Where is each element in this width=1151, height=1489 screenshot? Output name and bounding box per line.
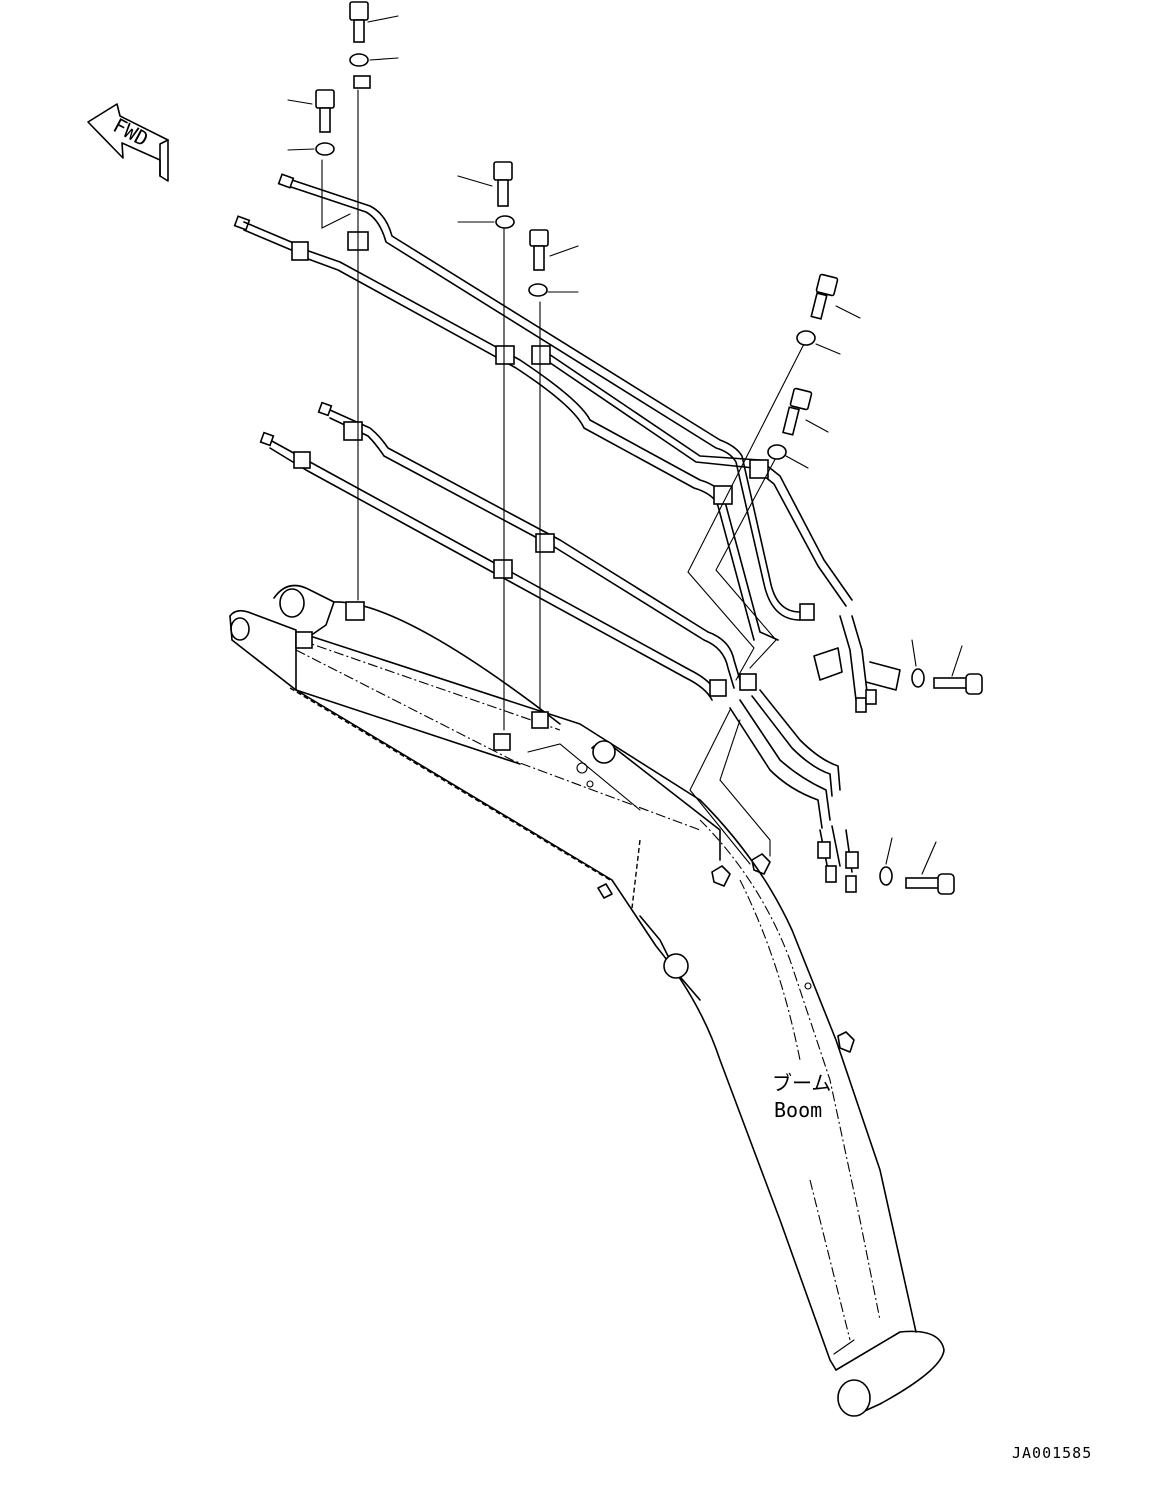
boom-label-japanese: ブーム bbox=[772, 1071, 831, 1095]
boom-structure bbox=[229, 584, 945, 1417]
assembly-lines bbox=[321, 89, 807, 865]
clamp bbox=[709, 679, 727, 697]
clamp bbox=[495, 345, 515, 365]
washer-icon bbox=[911, 668, 925, 688]
washer-icon bbox=[315, 142, 335, 156]
clamp bbox=[295, 631, 313, 649]
clamp bbox=[535, 533, 555, 553]
tube-upper-b bbox=[299, 247, 779, 641]
clamp bbox=[531, 345, 551, 365]
tube-upper-a bbox=[291, 179, 801, 613]
fwd-arrow-label: FWD bbox=[109, 113, 152, 151]
clamp bbox=[291, 241, 309, 261]
bolt-icon bbox=[905, 873, 955, 895]
washer-icon bbox=[879, 866, 893, 886]
boom-top-pin-hole bbox=[837, 1379, 871, 1417]
bolt-icon bbox=[933, 673, 983, 695]
clamp bbox=[739, 673, 757, 691]
arm-cylinder-pin-hole bbox=[592, 740, 616, 764]
washer-icon bbox=[349, 53, 369, 67]
drawing-id: JA001585 bbox=[1012, 1444, 1092, 1462]
leader-lines bbox=[287, 15, 963, 875]
tube-upper-c bbox=[539, 347, 853, 601]
bolt-icon bbox=[493, 161, 513, 207]
hydraulic-tubes bbox=[233, 173, 901, 893]
bolt-icon bbox=[810, 273, 839, 320]
fwd-direction-arrow: FWD bbox=[87, 103, 169, 182]
washer-icon bbox=[796, 330, 816, 346]
clamp bbox=[353, 75, 371, 89]
bolt-icon bbox=[349, 1, 369, 43]
bolt-icon bbox=[529, 229, 549, 271]
boom-cylinder-pin-hole bbox=[663, 953, 689, 979]
boom-label-english: Boom bbox=[774, 1098, 822, 1122]
tube-middle-a bbox=[329, 409, 741, 681]
clamp bbox=[749, 459, 769, 479]
clamp bbox=[713, 485, 733, 505]
bolt-icon bbox=[315, 89, 335, 133]
clamp bbox=[531, 711, 549, 729]
boom-foot-pin-hole-left bbox=[230, 617, 250, 641]
boom-foot-pin-hole bbox=[279, 588, 305, 618]
washer-icon bbox=[528, 283, 548, 297]
washer-icon bbox=[495, 215, 515, 229]
washer-icon bbox=[767, 444, 787, 460]
clamp bbox=[493, 733, 511, 751]
clamp bbox=[345, 601, 365, 621]
fasteners bbox=[315, 1, 983, 895]
bolt-icon bbox=[782, 387, 813, 436]
tube-clamps bbox=[291, 75, 769, 751]
clamp bbox=[493, 559, 513, 579]
tube-middle-b bbox=[269, 439, 717, 693]
clamp bbox=[343, 421, 363, 441]
clamp bbox=[293, 451, 311, 469]
